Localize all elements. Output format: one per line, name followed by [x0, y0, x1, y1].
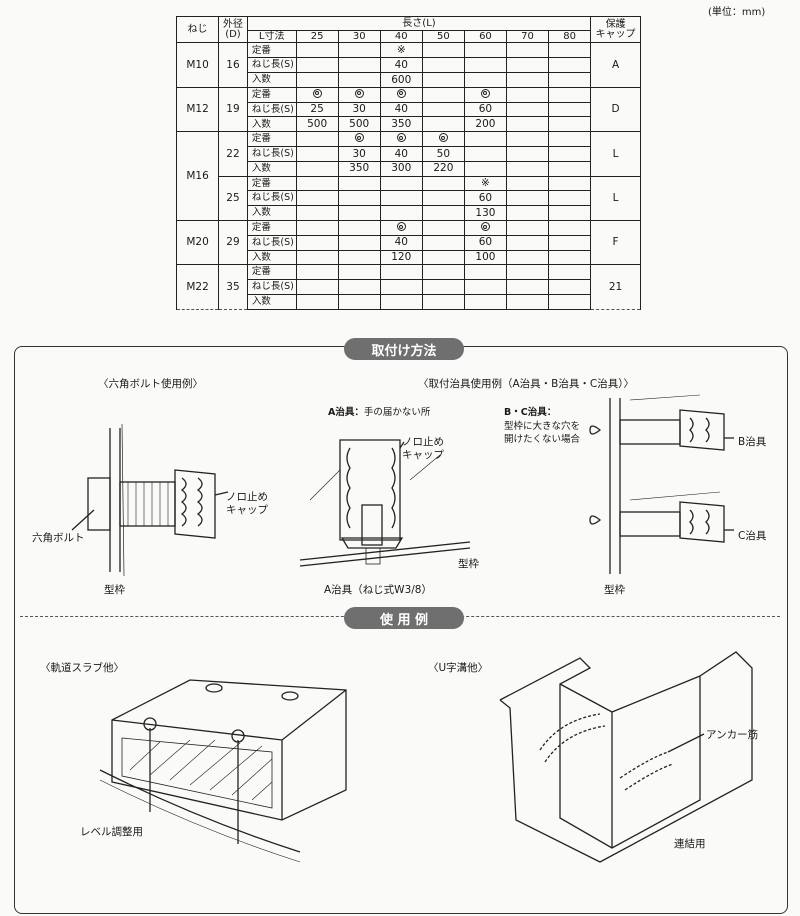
header-length: 長さ(L): [246, 15, 592, 32]
double-circle-icon: [354, 88, 364, 98]
double-circle-icon: [396, 133, 406, 143]
double-circle-icon: [480, 88, 490, 98]
slab-illustration: [99, 679, 347, 863]
connect-label: 連結用: [674, 838, 706, 850]
formwork-label-1: 型枠: [104, 584, 125, 596]
double-circle-icon: [480, 222, 490, 232]
bc-jig-illustration: [589, 394, 734, 574]
a-nut-stop-cap-label-1: ノロ止め: [402, 436, 444, 448]
u-title: 〈U字溝他〉: [428, 662, 489, 674]
cap-21: 21: [590, 264, 641, 310]
formwork-label-2: 型枠: [458, 558, 479, 570]
u-ditch-illustration: [499, 651, 753, 863]
diameter-29: 29: [218, 219, 248, 266]
cap-A: A: [590, 42, 641, 88]
a-jig-note: A治具：手の届かない所: [328, 407, 431, 418]
double-circle-icon: [354, 133, 364, 143]
double-circle-icon: [396, 222, 406, 232]
slab-level-label: レベル調整用: [80, 826, 143, 838]
install-title: 取付け方法: [344, 338, 464, 360]
screw-M22: M22: [175, 264, 220, 310]
a-jig-caption: A治具（ねじ式W3/8）: [324, 584, 432, 596]
jig-example-title: 〈取付治具使用例（A治具・B治具・C治具）〉: [418, 378, 634, 390]
hex-bolt-label: 六角ボルト: [32, 532, 85, 544]
header-length-80: 80: [548, 30, 592, 44]
hex-bolt-illustration: [71, 423, 229, 577]
double-circle-icon: [312, 88, 322, 98]
diameter-22: 22: [218, 131, 248, 177]
nut-stop-cap-label-1: ノロ止め: [226, 491, 268, 503]
a-jig-illustration: [299, 439, 471, 567]
diameter-35: 35: [218, 264, 248, 310]
bc-jig-note-title: B・C治具：: [504, 407, 557, 418]
cap-D: D: [590, 86, 641, 133]
cell-quantity-80: [548, 293, 592, 311]
header-length-30: 30: [337, 30, 381, 44]
bc-jig-note-2: 開けたくない場合: [504, 434, 581, 445]
header-cap: 保護 キャップ: [590, 15, 641, 44]
unit-label: (単位：mm): [708, 7, 766, 18]
bc-jig-note-1: 型枠に大きな穴を: [504, 421, 581, 432]
c-jig-label: C治具: [738, 530, 767, 542]
nut-stop-cap-label-2: キャップ: [226, 504, 268, 516]
hex-example-title: 〈六角ボルト使用例〉: [98, 378, 203, 390]
diameter-19: 19: [218, 86, 248, 133]
cell-standard-60: [463, 219, 507, 236]
slab-title: 〈軌道スラブ他〉: [40, 662, 124, 674]
formwork-label-3: 型枠: [604, 584, 625, 596]
double-circle-icon: [396, 88, 406, 98]
screw-M20: M20: [175, 219, 220, 266]
a-nut-stop-cap-label-2: キャップ: [402, 449, 444, 461]
b-jig-label: B治具: [738, 436, 767, 448]
cap-L: L: [590, 175, 641, 221]
cap-F: F: [590, 219, 641, 266]
anchor-label: アンカー筋: [706, 729, 759, 741]
diameter-25: 25: [218, 175, 248, 221]
header-screw: ねじ: [175, 15, 220, 44]
cap-L: L: [590, 131, 641, 177]
usage-title: 使 用 例: [344, 607, 464, 629]
double-circle-icon: [438, 133, 448, 143]
header-length-25: 25: [295, 30, 339, 44]
screw-M12: M12: [175, 86, 220, 133]
